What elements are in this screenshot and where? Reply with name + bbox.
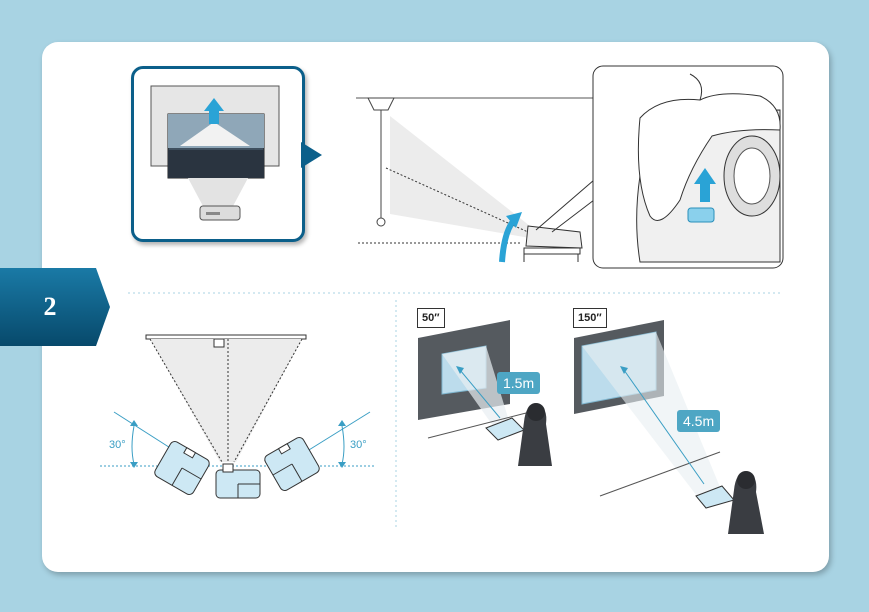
pointer-arrow-icon (301, 142, 322, 168)
step-number: 2 (43, 292, 57, 321)
step-tab (0, 268, 110, 346)
size-label-large: 150″ (573, 308, 607, 328)
distance-label-small: 1.5m (497, 372, 541, 394)
angle-right-label: 30° (350, 439, 367, 451)
angle-left-label: 30° (109, 439, 126, 451)
distance-label-large: 4.5m (677, 410, 721, 432)
size-label-small: 50″ (417, 308, 445, 328)
